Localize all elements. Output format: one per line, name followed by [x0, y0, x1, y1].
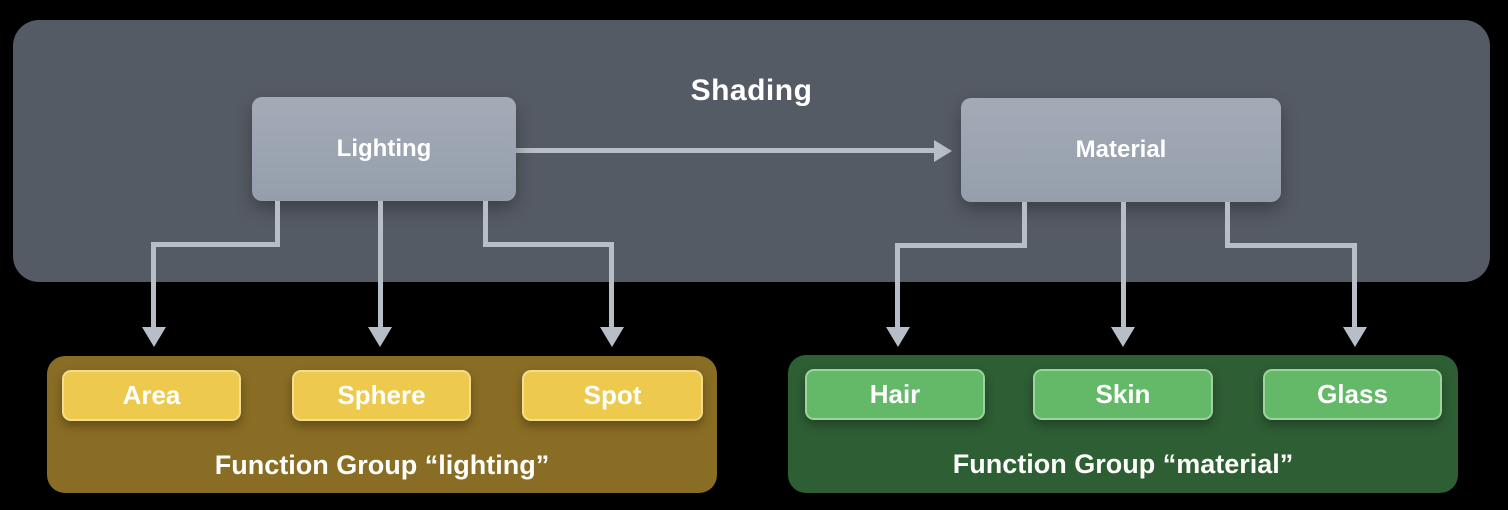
chip-glass: Glass	[1263, 369, 1442, 420]
connector-lighting-area-segment	[151, 242, 280, 247]
chip-area-label: Area	[122, 380, 181, 410]
node-material-label: Material	[1075, 136, 1167, 163]
chip-hair-label: Hair	[869, 379, 921, 409]
connector-material-hair-segment	[1022, 202, 1027, 248]
chip-spot-label: Spot	[583, 380, 642, 410]
function-group-lighting-title: Function Group “lighting”	[214, 450, 550, 480]
connector-lighting-area-segment	[275, 201, 280, 247]
edge-lighting-to-material-arrowhead-icon	[934, 140, 952, 162]
chip-sphere: Sphere	[292, 370, 471, 421]
connector-material-glass-segment	[1225, 243, 1357, 248]
connector-material-glass-segment	[1225, 202, 1230, 248]
node-material: Material	[961, 98, 1281, 202]
node-lighting: Lighting	[252, 97, 516, 201]
connector-material-skin-segment	[1121, 202, 1126, 327]
edge-lighting-to-material-line	[516, 148, 934, 153]
connector-material-hair-segment	[895, 243, 1027, 248]
function-group-material: Hair Skin Glass Function Group “material…	[788, 355, 1458, 493]
chip-sphere-label: Sphere	[337, 380, 426, 410]
chip-hair: Hair	[805, 369, 985, 420]
function-group-lighting: Area Sphere Spot Function Group “lightin…	[47, 356, 717, 493]
connector-lighting-spot-arrowhead-icon	[600, 327, 624, 347]
connector-material-hair-arrowhead-icon	[886, 327, 910, 347]
connector-material-glass-segment	[1352, 243, 1357, 327]
chip-skin: Skin	[1033, 369, 1213, 420]
connector-lighting-sphere-segment	[378, 201, 383, 327]
connector-material-glass-arrowhead-icon	[1343, 327, 1367, 347]
connector-lighting-area-arrowhead-icon	[142, 327, 166, 347]
connector-lighting-spot-segment	[483, 242, 614, 247]
connector-lighting-spot-segment	[609, 242, 614, 327]
shading-group-title: Shading	[690, 74, 813, 107]
chip-glass-label: Glass	[1317, 379, 1388, 409]
connector-lighting-spot-segment	[483, 201, 488, 247]
chip-area: Area	[62, 370, 241, 421]
connector-lighting-area-segment	[151, 242, 156, 328]
chip-spot: Spot	[522, 370, 703, 421]
connector-lighting-sphere-arrowhead-icon	[368, 327, 392, 347]
function-group-material-title: Function Group “material”	[952, 449, 1294, 479]
chip-skin-label: Skin	[1095, 379, 1151, 409]
connector-material-hair-segment	[895, 243, 900, 327]
connector-material-skin-arrowhead-icon	[1111, 327, 1135, 347]
node-lighting-label: Lighting	[336, 135, 432, 162]
